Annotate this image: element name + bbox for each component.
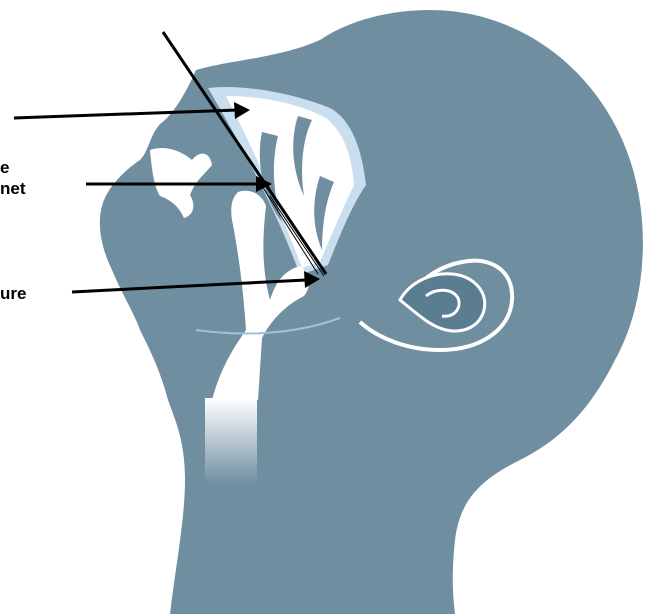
throat xyxy=(205,398,257,484)
label-1-line-2: net xyxy=(0,178,26,199)
label-1-line-1: e xyxy=(0,157,26,178)
label-2: ure xyxy=(0,283,26,304)
label-2-line-1: ure xyxy=(0,283,26,304)
label-1: e net xyxy=(0,157,26,199)
head-silhouette xyxy=(100,10,643,614)
